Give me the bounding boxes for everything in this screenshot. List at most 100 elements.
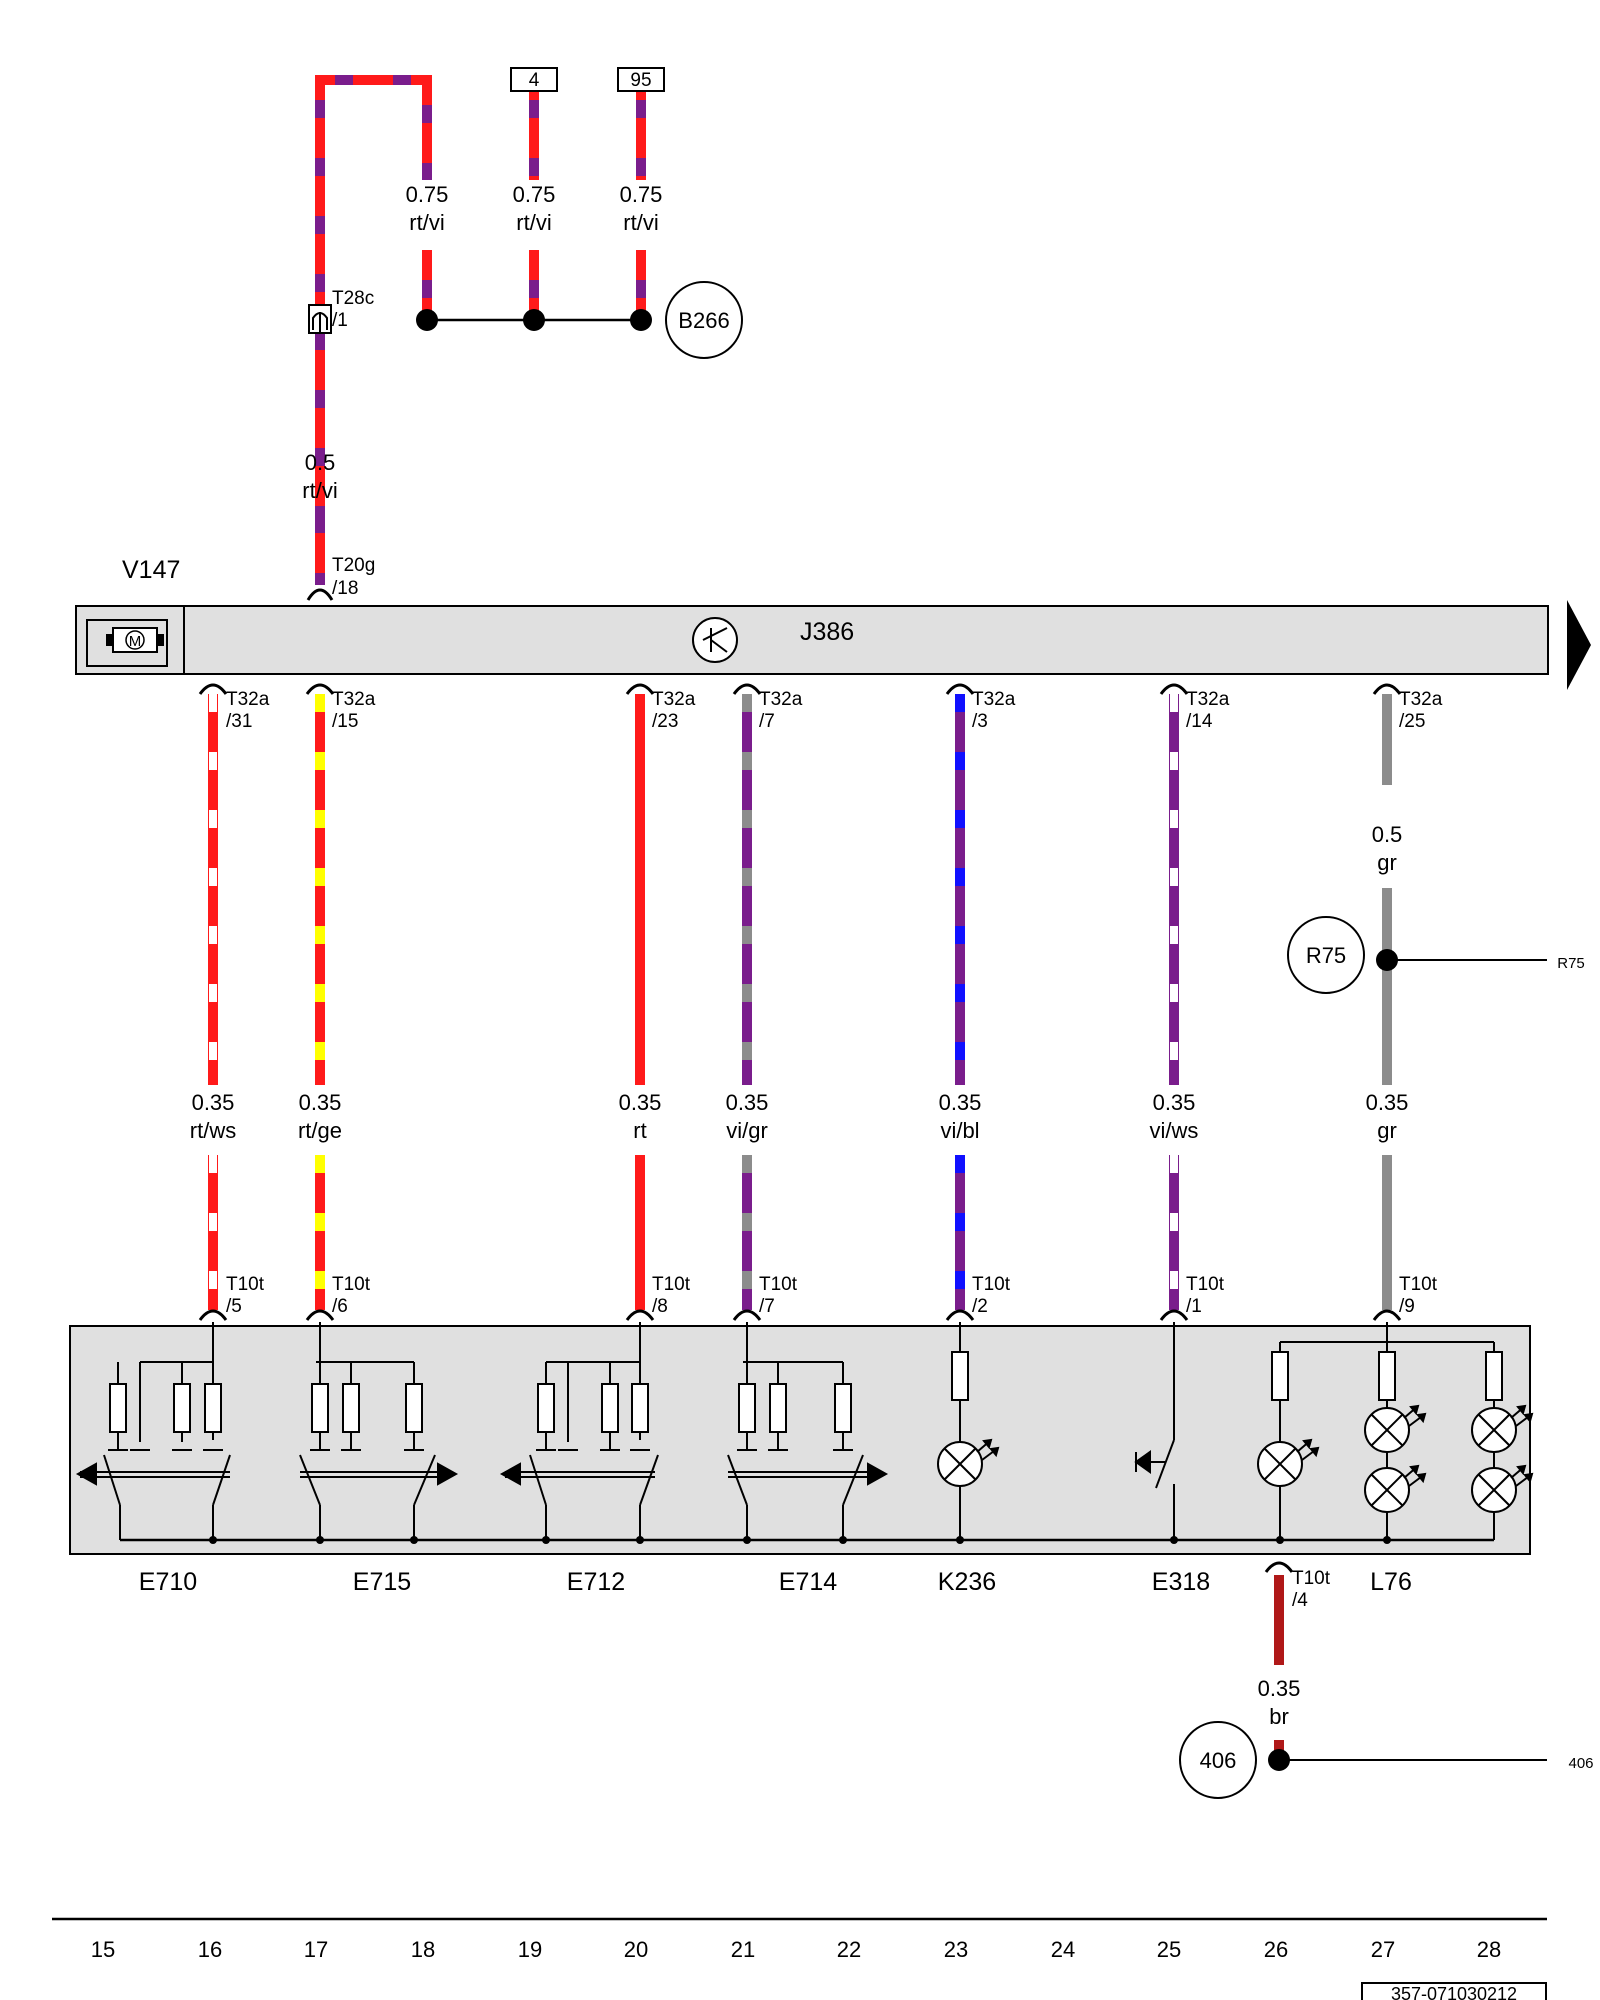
wire-1-top-conn: T32a bbox=[226, 689, 270, 710]
t20g-pin: /18 bbox=[332, 578, 358, 599]
r75-circle bbox=[1287, 916, 1365, 994]
gr-upper-size: 0.5 bbox=[1372, 822, 1403, 847]
ref-box-4 bbox=[510, 67, 558, 92]
ground-406-circle bbox=[1179, 1721, 1257, 1799]
r75-ref: R75 bbox=[1557, 955, 1585, 972]
wire-column-1: T32a /31 0.35 rt/ws T10t /5 bbox=[190, 683, 270, 1321]
wire-3-size: 0.35 bbox=[619, 1090, 662, 1115]
component-k236-label: K236 bbox=[938, 1568, 996, 1596]
wire-7-color: gr bbox=[1377, 1118, 1397, 1143]
wire-5-bot-conn: T10t bbox=[972, 1274, 1011, 1295]
ground-406-ref: 406 bbox=[1568, 1755, 1593, 1772]
wire-1-size: 0.35 bbox=[192, 1090, 235, 1115]
wire-column-2: T32a /15 0.35 rt/ge T10t /6 bbox=[298, 683, 376, 1321]
wire-3-bot-pin: /8 bbox=[652, 1296, 668, 1317]
component-e318-label: E318 bbox=[1152, 1568, 1210, 1596]
ground-406-label: 406 bbox=[1200, 1748, 1237, 1773]
wire-2-top-pin: /15 bbox=[332, 711, 358, 732]
ref-95: 95 bbox=[630, 70, 651, 91]
column-number: 26 bbox=[1264, 1937, 1288, 1962]
ref-box-95 bbox=[617, 67, 665, 92]
wire-7-top-pin: /25 bbox=[1399, 711, 1425, 732]
wire-4-bot-conn: T10t bbox=[759, 1274, 798, 1295]
wire-1-bot-conn: T10t bbox=[226, 1274, 265, 1295]
wire-1-top-pin: /31 bbox=[226, 711, 252, 732]
column-number: 16 bbox=[198, 1937, 222, 1962]
wire-column-7: T32a /25 0.5 gr 0.35 gr T10t /9 bbox=[1366, 683, 1443, 1321]
switch-e714-icon bbox=[727, 1322, 889, 1540]
branch-3-color: rt/vi bbox=[623, 210, 658, 235]
lamp-k236-icon bbox=[937, 1322, 999, 1540]
wire-column-3: T32a /23 0.35 rt T10t /8 bbox=[619, 683, 696, 1321]
ground-color: br bbox=[1269, 1704, 1289, 1729]
component-l76-label: L76 bbox=[1370, 1568, 1412, 1596]
wire-3-top-pin: /23 bbox=[652, 711, 678, 732]
column-number: 21 bbox=[731, 1937, 755, 1962]
j386-label: J386 bbox=[800, 618, 854, 646]
branch-2-color: rt/vi bbox=[516, 210, 551, 235]
wire-2-size: 0.35 bbox=[299, 1090, 342, 1115]
wire-5-top-conn: T32a bbox=[972, 689, 1016, 710]
wire-5-color: vi/bl bbox=[940, 1118, 979, 1143]
t20g-pin-icon bbox=[306, 588, 334, 601]
switch-e715-icon bbox=[299, 1322, 459, 1540]
wire-5-bot-pin: /2 bbox=[972, 1296, 988, 1317]
wire-column-5: T32a /3 0.35 vi/bl T10t /2 bbox=[939, 683, 1016, 1321]
wire-4-bot-pin: /7 bbox=[759, 1296, 775, 1317]
wire-1-bot-pin: /5 bbox=[226, 1296, 242, 1317]
wire-5-size: 0.35 bbox=[939, 1090, 982, 1115]
wire-05-size: 0.5 bbox=[305, 450, 336, 475]
wire-4-top-conn: T32a bbox=[759, 689, 803, 710]
column-number: 15 bbox=[91, 1937, 115, 1962]
motor-icon: M bbox=[86, 619, 168, 667]
switch-e318-icon bbox=[1134, 1322, 1175, 1540]
switch-e712-icon bbox=[499, 1322, 659, 1540]
t28c-pin: /1 bbox=[332, 310, 348, 331]
component-e712-label: E712 bbox=[567, 1568, 625, 1596]
ref-4: 4 bbox=[529, 70, 540, 91]
switch-e710-icon bbox=[75, 1322, 231, 1540]
column-number: 18 bbox=[411, 1937, 435, 1962]
wire-2-bot-conn: T10t bbox=[332, 1274, 371, 1295]
wire-4-top-pin: /7 bbox=[759, 711, 775, 732]
doc-id: 357-071030212 bbox=[1391, 1984, 1517, 2000]
wire-3-color: rt bbox=[633, 1118, 646, 1143]
continue-arrow-icon bbox=[1567, 600, 1591, 690]
ground-size: 0.35 bbox=[1258, 1676, 1301, 1701]
ground-wire bbox=[1264, 1561, 1547, 1771]
j386-module bbox=[75, 605, 1549, 675]
wire-6-bot-pin: /1 bbox=[1186, 1296, 1202, 1317]
column-number: 19 bbox=[518, 1937, 542, 1962]
wire-7-size: 0.35 bbox=[1366, 1090, 1409, 1115]
column-number: 24 bbox=[1051, 1937, 1075, 1962]
wire-3-bot-conn: T10t bbox=[652, 1274, 691, 1295]
wire-2-color: rt/ge bbox=[298, 1118, 342, 1143]
column-numbers: 15 16 17 18 19 20 21 22 23 24 25 26 27 2… bbox=[91, 1937, 1501, 1962]
doc-id-box bbox=[1361, 1982, 1547, 2000]
t20g-label: T20g bbox=[332, 555, 375, 576]
ground-conn: T10t bbox=[1292, 1568, 1331, 1589]
component-e710-label: E710 bbox=[139, 1568, 197, 1596]
ground-pin: /4 bbox=[1292, 1590, 1308, 1611]
wire-7-bot-conn: T10t bbox=[1399, 1274, 1438, 1295]
lamp-l76-icon bbox=[1257, 1322, 1533, 1540]
wire-05-color: rt/vi bbox=[302, 478, 337, 503]
wire-4-color: vi/gr bbox=[726, 1118, 768, 1143]
wire-2-bot-pin: /6 bbox=[332, 1296, 348, 1317]
component-e715-label: E715 bbox=[353, 1568, 411, 1596]
wire-7-top-conn: T32a bbox=[1399, 689, 1443, 710]
wire-3-top-conn: T32a bbox=[652, 689, 696, 710]
wire-6-size: 0.35 bbox=[1153, 1090, 1196, 1115]
wire-6-top-conn: T32a bbox=[1186, 689, 1230, 710]
column-number: 23 bbox=[944, 1937, 968, 1962]
column-number: 22 bbox=[837, 1937, 861, 1962]
branch-2-size: 0.75 bbox=[513, 182, 556, 207]
wire-5-top-pin: /3 bbox=[972, 711, 988, 732]
branch-1-color: rt/vi bbox=[409, 210, 444, 235]
wire-6-color: vi/ws bbox=[1150, 1118, 1199, 1143]
wire-column-6: T32a /14 0.35 vi/ws T10t /1 bbox=[1150, 683, 1230, 1321]
component-e714-label: E714 bbox=[779, 1568, 837, 1596]
r75-branch bbox=[1376, 949, 1547, 971]
wire-7-bot-pin: /9 bbox=[1399, 1296, 1415, 1317]
